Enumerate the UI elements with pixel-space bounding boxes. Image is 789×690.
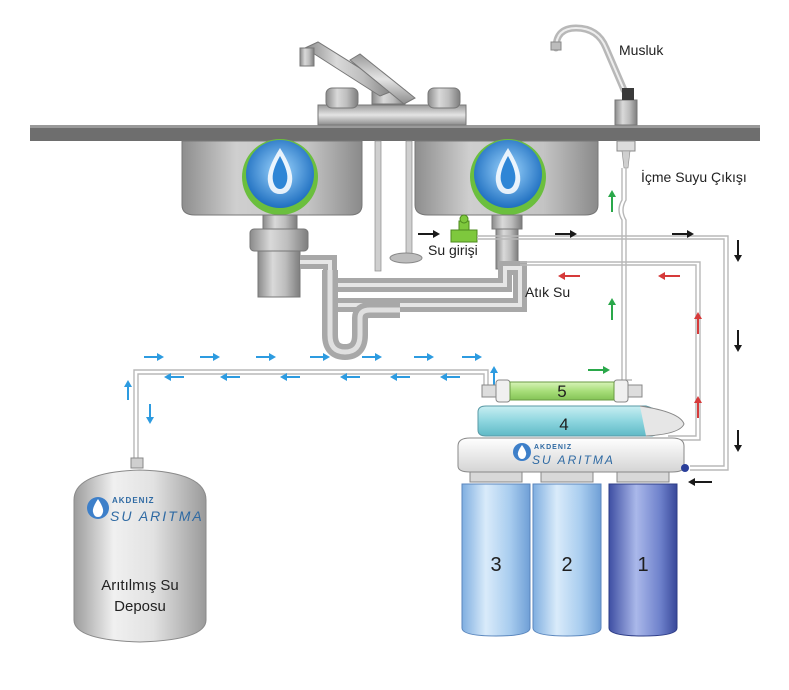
label-waste-water: Atık Su [525,284,570,300]
svg-text:SU ARITMA: SU ARITMA [110,508,204,524]
stage-label-5: 5 [557,382,566,401]
tank-icon: AKDENIZ SU ARITMA [73,457,207,643]
inlet-valve [450,214,478,243]
svg-text:SU ARITMA: SU ARITMA [532,453,615,467]
membrane-4: 4 [477,405,685,437]
sink-faucet [299,41,467,126]
label-water-inlet: Su girişi [428,242,478,258]
filter-head: AKDENIZ SU ARITMA [457,437,689,473]
flow-arrows-red [558,272,702,418]
svg-text:AKDENIZ: AKDENIZ [112,496,155,505]
filter-1: 1 [608,471,678,637]
stage-label-3: 3 [490,554,501,576]
filter-2: 2 [532,471,602,637]
stage-label-1: 1 [637,554,648,576]
faucet-icon [550,24,638,169]
drain-pipes [249,140,527,361]
label-tank-line1: Arıtılmış Su [101,577,179,594]
flow-arrows-green [588,190,616,374]
filter-3: 3 [461,471,531,637]
stage-label-2: 2 [561,554,572,576]
flow-arrows-blue [124,353,498,424]
label-faucet: Musluk [619,42,664,58]
water-drop-icon [242,139,318,215]
countertop [30,125,760,141]
brand-logo: AKDENIZ SU ARITMA [513,443,615,467]
label-tank-line2: Deposu [114,598,166,615]
label-drinking-outlet: İçme Suyu Çıkışı [641,168,747,185]
stage-label-4: 4 [559,415,568,434]
brand-logo: AKDENIZ SU ARITMA [87,496,204,524]
water-drop-icon [470,139,546,215]
svg-text:AKDENIZ: AKDENIZ [534,444,572,451]
tubing [133,168,729,471]
flow-arrows-black [418,230,742,486]
post-filter-5: 5 [481,379,643,403]
